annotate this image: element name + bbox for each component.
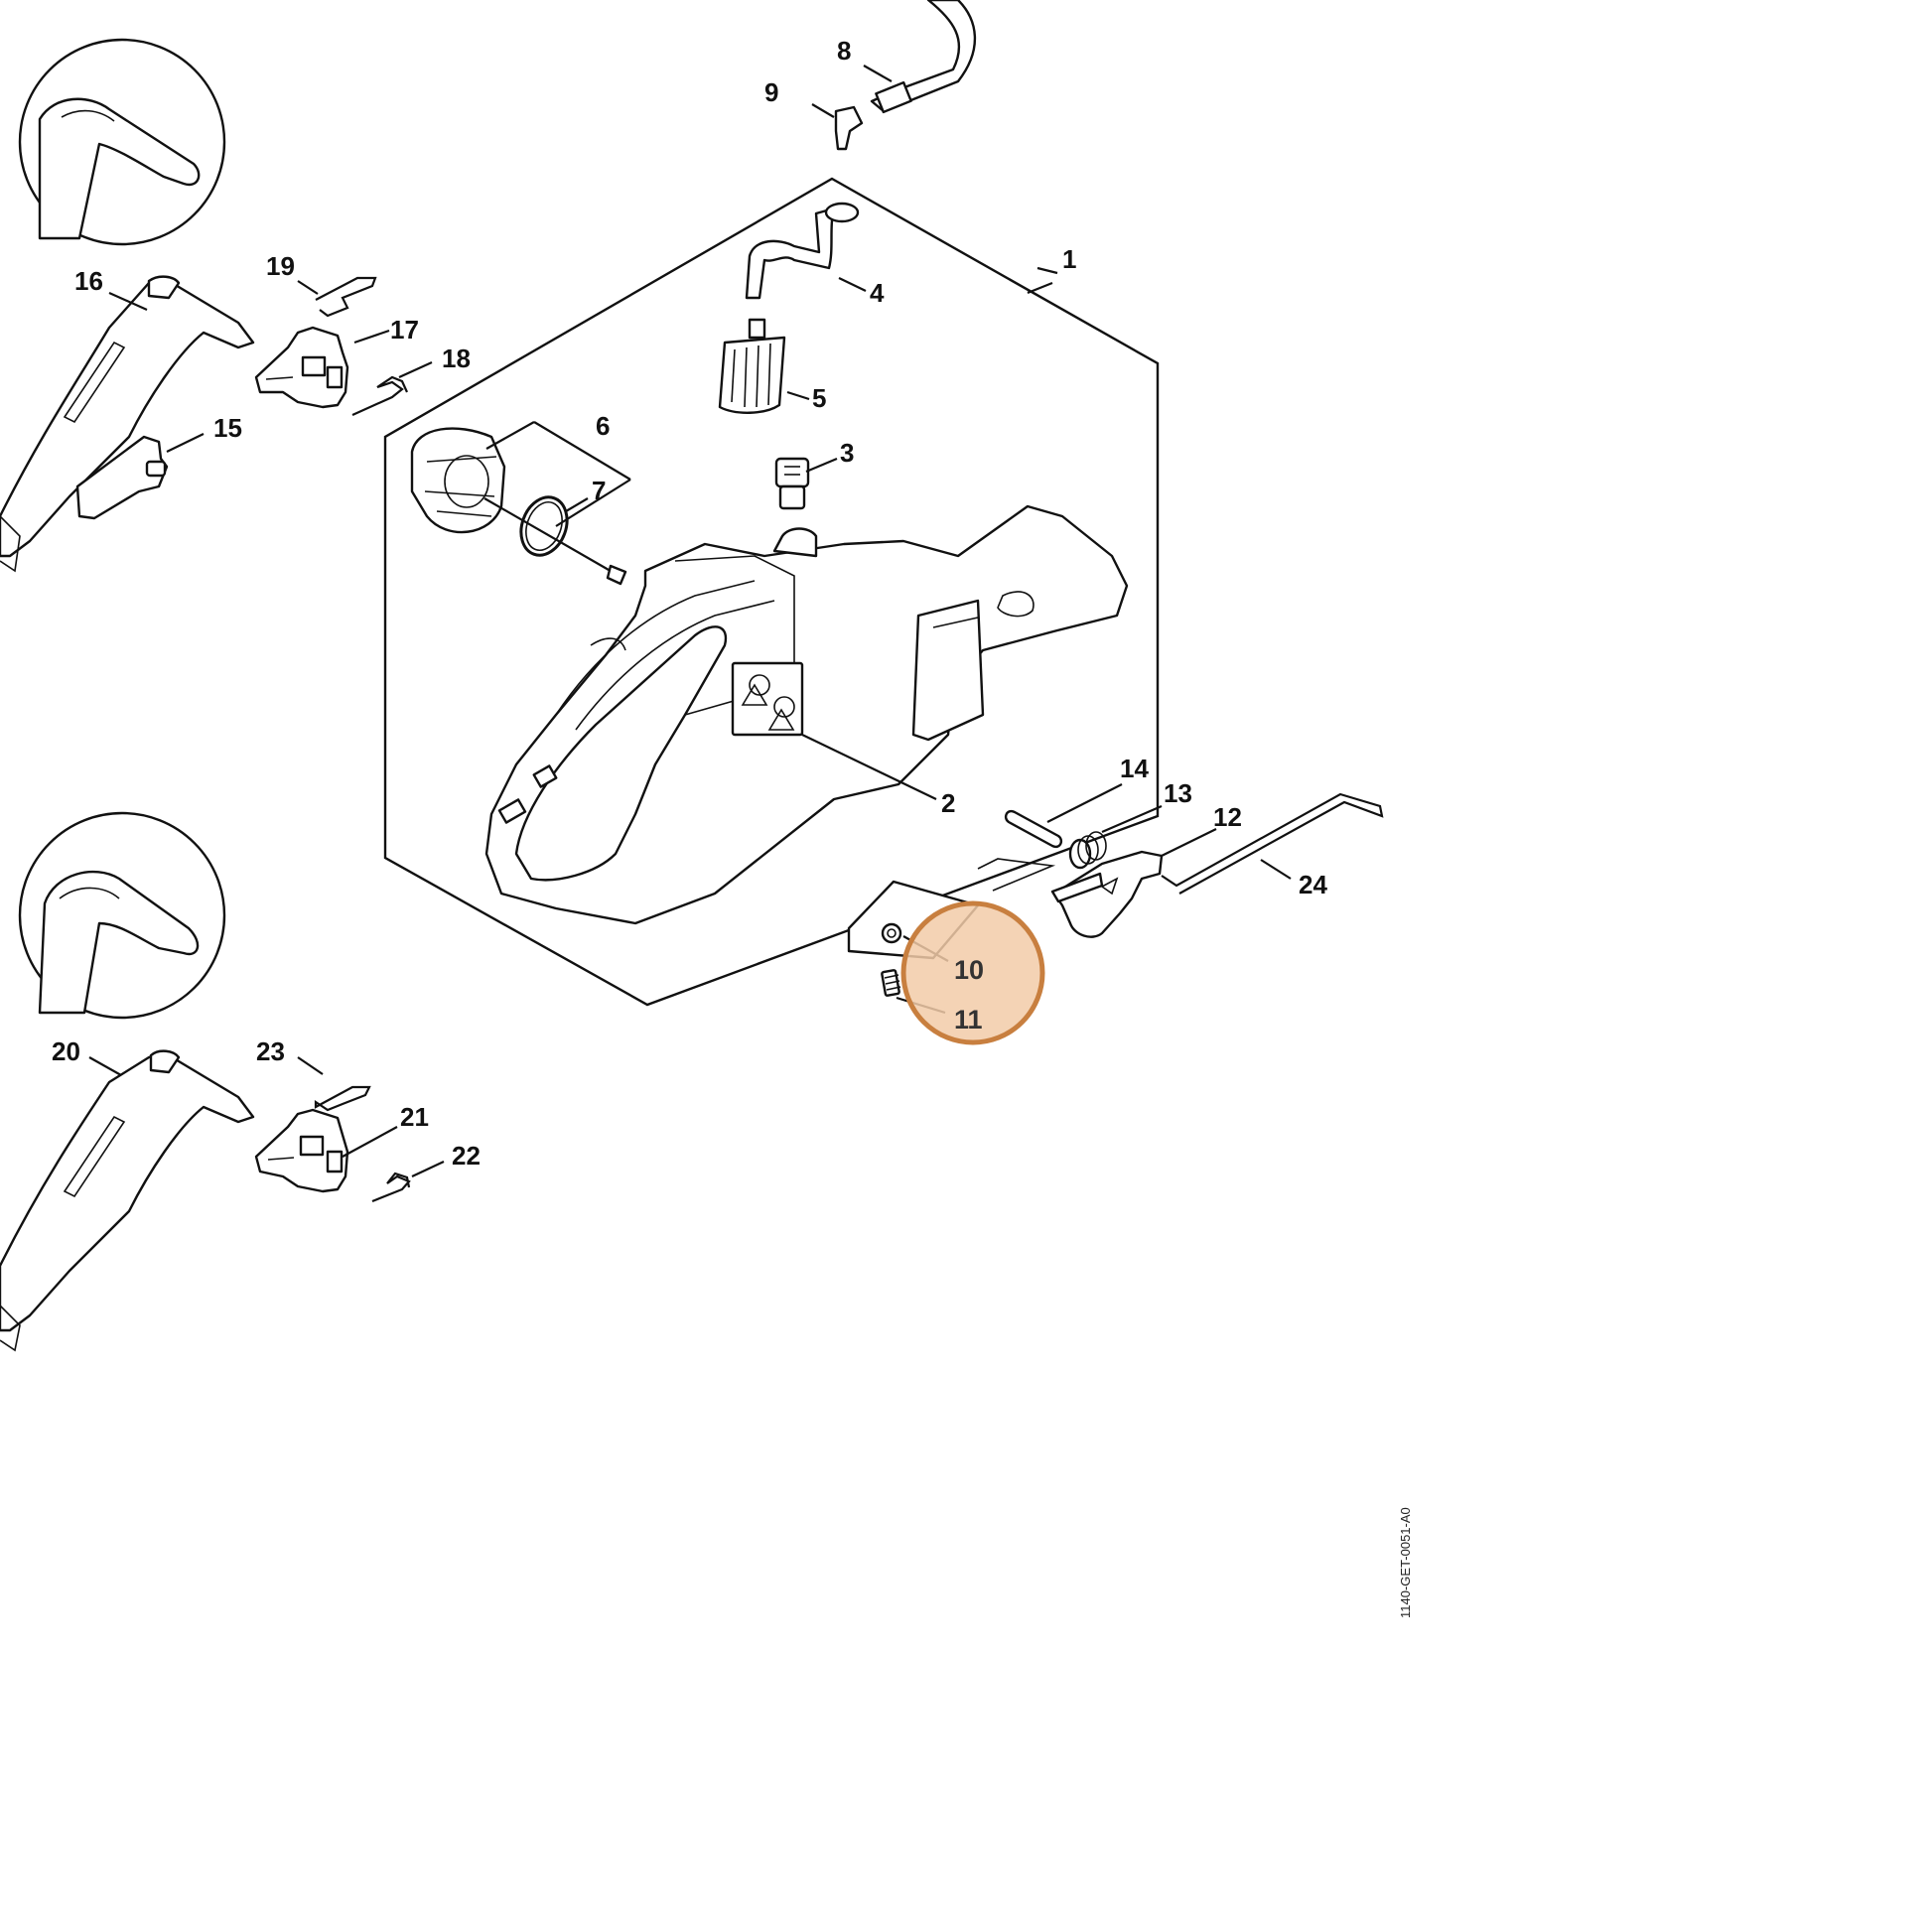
pump-shaft <box>483 497 617 575</box>
throttle-rod-part <box>1161 792 1384 895</box>
spring-clip-part-19 <box>315 276 377 318</box>
callout-11: 11 <box>954 1005 983 1035</box>
spring-part <box>1068 831 1107 870</box>
handle-grip-part-20 <box>0 1049 255 1352</box>
throttle-trigger-part <box>1050 850 1164 938</box>
callout-14: 14 <box>1120 754 1149 783</box>
callout-9: 9 <box>764 77 778 107</box>
pump-shaft-tip <box>606 564 627 586</box>
callout-24: 24 <box>1299 870 1327 899</box>
callout-19: 19 <box>266 251 295 281</box>
callout-5: 5 <box>812 383 826 413</box>
latch-part-15 <box>75 435 169 520</box>
drawing-code: 1140-GET-0051-A0 <box>1398 1507 1413 1618</box>
detail-view-circle-top <box>18 38 226 246</box>
callout-13: 13 <box>1164 778 1192 808</box>
callout-12: 12 <box>1213 802 1242 832</box>
spring-clip-part-23 <box>314 1085 371 1112</box>
callout-8: 8 <box>837 36 851 66</box>
cover-leader-line <box>977 858 1056 892</box>
filler-hose-part <box>745 202 860 300</box>
wire-clip-part-22 <box>371 1172 411 1203</box>
callout-15: 15 <box>213 413 242 443</box>
oil-pump-part <box>410 427 506 534</box>
callout-16: 16 <box>74 266 103 296</box>
callout-labels: 1 2 3 4 5 6 7 8 9 10 11 12 13 14 15 16 1… <box>52 36 1327 1171</box>
wire-clip-part-18 <box>351 375 409 417</box>
detail-view-circle-bottom <box>18 811 226 1020</box>
valve-part <box>774 457 810 510</box>
callout-4: 4 <box>870 278 885 308</box>
callout-2: 2 <box>941 788 955 818</box>
callout-21: 21 <box>400 1102 429 1132</box>
highlight-circle <box>900 900 1045 1045</box>
switch-block-part-21 <box>254 1108 349 1193</box>
handle-grip-part-16 <box>0 275 255 573</box>
o-ring-part <box>519 495 569 557</box>
callout-23: 23 <box>256 1036 285 1066</box>
callout-10: 10 <box>954 955 984 985</box>
callout-1: 1 <box>1062 244 1076 274</box>
elbow-fitting-part <box>834 105 864 151</box>
callout-20: 20 <box>52 1036 80 1066</box>
fuel-line-part <box>870 0 977 114</box>
screw-part <box>881 969 901 997</box>
switch-block-part-17 <box>254 326 349 409</box>
callout-18: 18 <box>442 344 471 373</box>
pin-part <box>1004 809 1063 849</box>
fuel-filter-part <box>718 318 786 414</box>
callout-6: 6 <box>596 411 610 441</box>
callout-7: 7 <box>592 476 606 505</box>
rear-handle-housing-part <box>484 504 1129 925</box>
callout-3: 3 <box>840 438 854 468</box>
assembly-box-outline <box>383 177 1160 1007</box>
callout-17: 17 <box>390 315 419 345</box>
callout-22: 22 <box>452 1141 481 1171</box>
